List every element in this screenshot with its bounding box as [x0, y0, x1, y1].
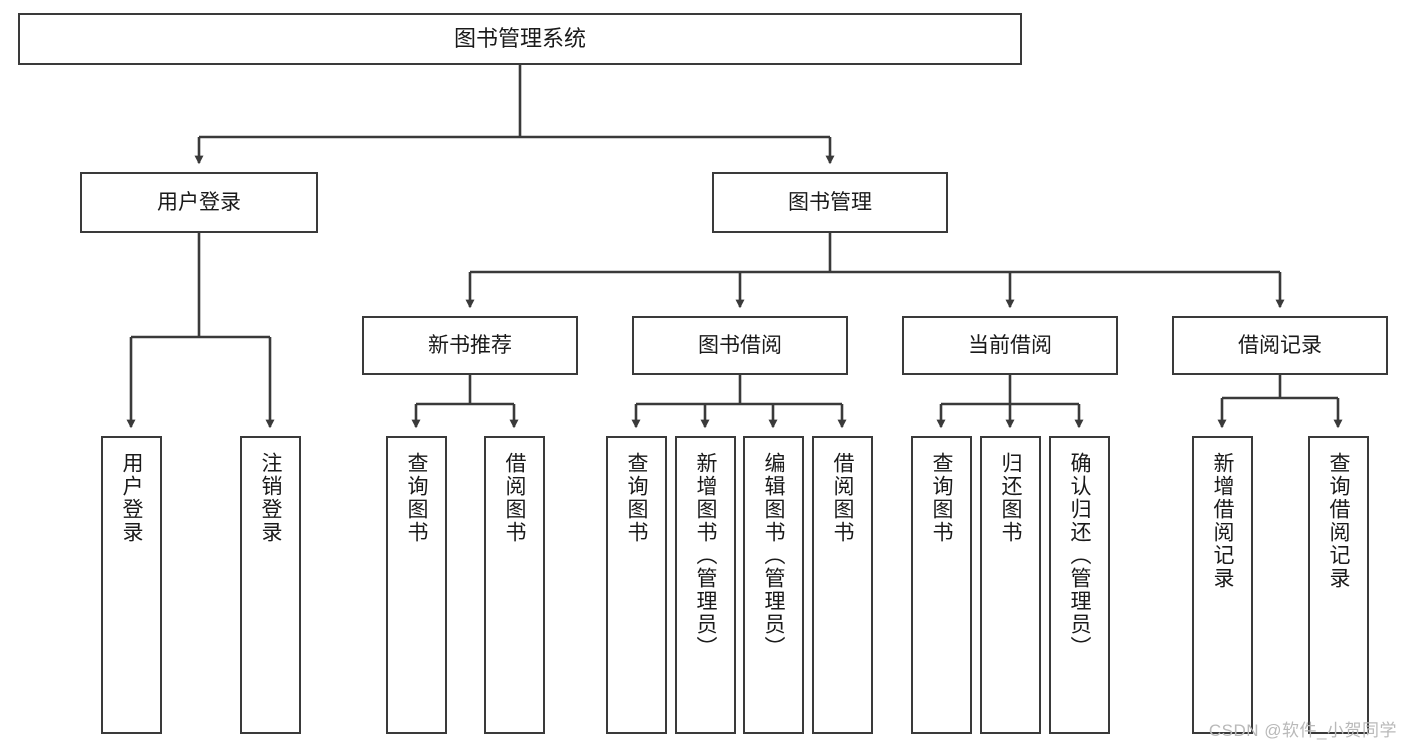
node-leaf-add-book-admin[interactable]: 新增图书（管理员） — [675, 436, 736, 734]
node-leaf-query-book-recommend[interactable]: 查询图书 — [386, 436, 447, 734]
node-label: 新增图书（管理员） — [694, 452, 717, 659]
node-label: 当前借阅 — [968, 333, 1052, 357]
node-label: 查询借阅记录 — [1327, 452, 1350, 590]
node-label: 图书管理系统 — [453, 25, 586, 51]
node-leaf-borrow-book-recommend[interactable]: 借阅图书 — [484, 436, 545, 734]
node-label: 查询图书 — [405, 452, 428, 544]
node-label: 归还图书 — [999, 452, 1022, 544]
node-borrow-record[interactable]: 借阅记录 — [1172, 316, 1388, 375]
node-label: 图书管理 — [788, 190, 872, 214]
node-label: 注销登录 — [259, 452, 282, 544]
node-book-borrow[interactable]: 图书借阅 — [632, 316, 848, 375]
node-label: 图书借阅 — [698, 333, 782, 357]
node-leaf-query-book-borrow[interactable]: 查询图书 — [606, 436, 667, 734]
node-label: 新增借阅记录 — [1211, 452, 1234, 590]
node-leaf-borrow-book[interactable]: 借阅图书 — [812, 436, 873, 734]
node-leaf-confirm-return-admin[interactable]: 确认归还（管理员） — [1049, 436, 1110, 734]
node-current-borrow[interactable]: 当前借阅 — [902, 316, 1118, 375]
node-label: 用户登录 — [157, 190, 241, 214]
node-label: 确认归还（管理员） — [1068, 452, 1091, 659]
node-label: 借阅图书 — [503, 452, 526, 544]
node-label: 借阅记录 — [1238, 333, 1322, 357]
node-leaf-query-borrow-record[interactable]: 查询借阅记录 — [1308, 436, 1369, 734]
node-label: 查询图书 — [930, 452, 953, 544]
node-leaf-user-login[interactable]: 用户登录 — [101, 436, 162, 734]
node-label: 查询图书 — [625, 452, 648, 544]
node-user-login[interactable]: 用户登录 — [80, 172, 318, 233]
node-book-management[interactable]: 图书管理 — [712, 172, 948, 233]
node-leaf-add-borrow-record[interactable]: 新增借阅记录 — [1192, 436, 1253, 734]
node-label: 用户登录 — [120, 452, 143, 544]
node-label: 编辑图书（管理员） — [762, 452, 785, 659]
node-leaf-logout[interactable]: 注销登录 — [240, 436, 301, 734]
node-book-management-system[interactable]: 图书管理系统 — [18, 13, 1022, 65]
node-new-book-recommend[interactable]: 新书推荐 — [362, 316, 578, 375]
node-label: 新书推荐 — [428, 333, 512, 357]
node-label: 借阅图书 — [831, 452, 854, 544]
node-leaf-return-book[interactable]: 归还图书 — [980, 436, 1041, 734]
node-leaf-query-book-current[interactable]: 查询图书 — [911, 436, 972, 734]
node-leaf-edit-book-admin[interactable]: 编辑图书（管理员） — [743, 436, 804, 734]
